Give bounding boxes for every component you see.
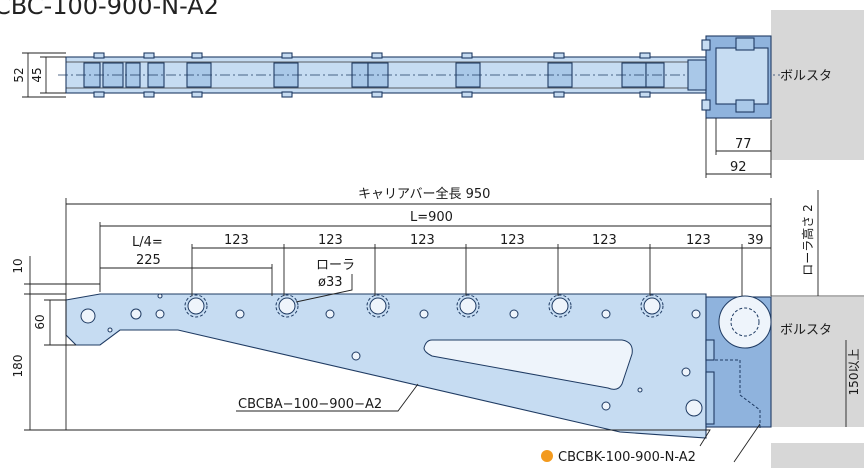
bolster-lower-block [771, 443, 864, 468]
bracket-boss [718, 295, 772, 349]
carrier-body-side [65, 293, 707, 439]
dim-10: 10 [11, 258, 25, 273]
bracket-tab-1 [705, 339, 715, 361]
bracket-bolt-lower [735, 99, 755, 113]
dim-92: 92 [730, 160, 747, 175]
dim-45: 45 [30, 67, 44, 82]
dim-pitch-6: 123 [686, 233, 711, 248]
bolster-label-side: ボルスタ [780, 323, 832, 338]
part-a-label: CBCBA−100−900−A2 [238, 397, 382, 412]
part-k-leader [733, 423, 761, 463]
side-rollers [184, 294, 664, 318]
dim-39: 39 [747, 233, 764, 248]
top-tabs [93, 52, 651, 98]
bracket-hidden-line [715, 359, 761, 428]
dim-carrier-total: キャリアバー全長 950 [358, 186, 490, 202]
bolster-top-block [771, 10, 864, 160]
roller-label: ローラ [316, 258, 355, 273]
dim-pitch-4: 123 [500, 233, 525, 248]
orange-marker-icon [541, 450, 553, 462]
dim-pitch-5: 123 [592, 233, 617, 248]
dim-L4-line1: L/4= [132, 235, 163, 250]
bracket-adaptor-top [687, 59, 707, 91]
carrier-slot [423, 339, 633, 390]
bracket-tab-2 [705, 371, 715, 425]
part-k-label: CBCBK-100-900-N-A2 [558, 450, 696, 465]
bracket-plate-top [715, 47, 769, 105]
dim-180: 180 [11, 355, 25, 378]
roller-leader [295, 274, 353, 303]
dim-pitch-3: 123 [410, 233, 435, 248]
bolster-side-block [771, 297, 864, 427]
bracket-pin-dashed [730, 307, 760, 337]
part-a-leader [236, 383, 419, 412]
side-small-holes [80, 293, 703, 417]
dim-pitch-1: 123 [224, 233, 249, 248]
bracket-bolt-upper [735, 37, 755, 51]
drawing-title: CBC-100-900-N-A2 [0, 0, 219, 20]
dim-L: L=900 [410, 210, 453, 225]
base-line [66, 429, 711, 447]
roller-height: ローラ高さ 2 [800, 204, 815, 275]
bracket-nub-a [701, 39, 711, 51]
dim-pitch-2: 123 [318, 233, 343, 248]
dim-L4-line2: 225 [136, 253, 161, 268]
dim-52: 52 [12, 67, 26, 82]
dim-150-min: 150以上 [847, 349, 861, 396]
bolster-label-top: ボルスタ [780, 69, 832, 84]
bracket-nub-b [701, 99, 711, 111]
dim-60: 60 [33, 314, 47, 329]
roller-diameter: ø33 [318, 275, 343, 290]
dim-77: 77 [735, 137, 752, 152]
